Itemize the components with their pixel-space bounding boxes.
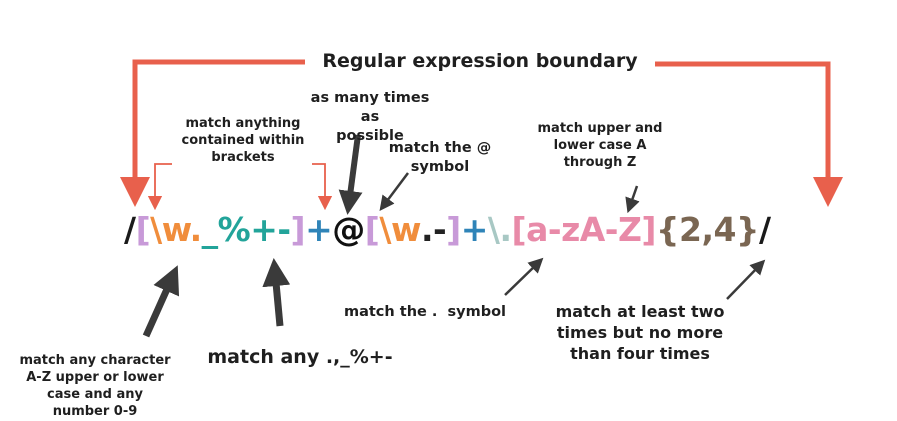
label-at-symbol-line: match the @ bbox=[388, 140, 492, 156]
label-many-times-line: as many times as bbox=[310, 90, 430, 125]
regex-token: [ bbox=[364, 210, 380, 249]
label-dot-symbol: match the . symbol bbox=[343, 304, 507, 320]
bracket-arrow-left bbox=[147, 163, 172, 211]
regex-expression: /[\w._%+-]+@[\w.-]+\.[a-zA-Z]{2,4}/ bbox=[124, 213, 771, 246]
label-brackets-line: contained within bbox=[181, 132, 305, 148]
arrow-two-to-four bbox=[726, 259, 766, 300]
arrow-many-times bbox=[338, 134, 363, 215]
label-brackets-line: match anything bbox=[185, 116, 301, 131]
regex-token: / bbox=[758, 210, 771, 249]
boundary-title: Regular expression boundary bbox=[322, 50, 638, 72]
label-brackets-line: brackets bbox=[211, 149, 275, 165]
arrow-dot-symbol bbox=[504, 257, 544, 296]
label-two-to-four-line: times but no more bbox=[556, 322, 724, 342]
label-any-character: match any character A-Z upper or lower c… bbox=[15, 353, 175, 421]
regex-token: ] bbox=[290, 210, 306, 249]
regex-token: {2,4} bbox=[656, 210, 759, 249]
boundary-arrow-left bbox=[120, 59, 305, 207]
regex-token: [ bbox=[135, 210, 151, 249]
label-two-to-four-line: match at least two bbox=[555, 302, 725, 321]
regex-token: ] bbox=[446, 210, 461, 249]
label-at-symbol-line: symbol bbox=[410, 158, 470, 175]
label-any-character-line: match any character bbox=[19, 353, 171, 368]
regex-token: [a-zA-Z] bbox=[511, 210, 657, 249]
arrow-at-symbol bbox=[379, 172, 409, 211]
bracket-arrow-right bbox=[312, 163, 333, 211]
label-any-character-line: case and any bbox=[47, 386, 143, 402]
regex-token: \w. bbox=[150, 210, 202, 249]
regex-token: _%+- bbox=[201, 210, 291, 249]
label-two-to-four-line: than four times bbox=[570, 343, 710, 363]
regex-token: .- bbox=[420, 210, 447, 249]
label-any-character-line: A-Z upper or lower bbox=[26, 369, 164, 385]
regex-token: / bbox=[124, 210, 136, 249]
label-any-character-line: number 0-9 bbox=[52, 403, 138, 419]
regex-token: @ bbox=[332, 210, 365, 249]
label-upper-lower-line: lower case A bbox=[553, 137, 647, 153]
label-many-times-line: possible bbox=[336, 127, 404, 144]
arrow-any-character bbox=[142, 265, 180, 338]
label-upper-lower-line: through Z bbox=[563, 154, 637, 170]
label-brackets: match anything contained within brackets bbox=[168, 116, 318, 167]
regex-token: + bbox=[460, 210, 489, 249]
regex-token: + bbox=[305, 210, 333, 249]
boundary-arrow-right bbox=[655, 61, 843, 207]
label-upper-lower: match upper and lower case A through Z bbox=[525, 121, 675, 172]
label-upper-lower-line: match upper and bbox=[537, 121, 663, 136]
regex-token: \. bbox=[487, 210, 512, 249]
label-any-chars: match any .,_%+- bbox=[207, 346, 393, 368]
arrow-any-chars bbox=[262, 258, 291, 327]
label-many-times: as many times as possible bbox=[305, 89, 435, 146]
label-at-symbol: match the @ symbol bbox=[385, 139, 495, 177]
label-two-to-four: match at least two times but no more tha… bbox=[545, 302, 735, 364]
regex-token: \w bbox=[379, 210, 421, 249]
arrow-upper-lower bbox=[625, 185, 640, 214]
